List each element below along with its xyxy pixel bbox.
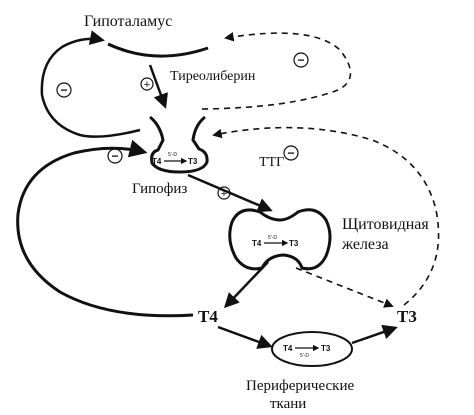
pituitary-minus-sign: − xyxy=(107,148,123,164)
thyroid-shape xyxy=(228,208,332,271)
thyroid-to-t3-arrow xyxy=(295,267,394,308)
hypothalamus-shape xyxy=(107,42,209,58)
t4-feedback-loop xyxy=(16,139,194,318)
peripheral-label-line1: Периферические xyxy=(246,378,354,394)
pituitary-label: Гипофиз xyxy=(132,181,187,197)
thyroid-to-t4-arrow xyxy=(223,261,269,309)
svg-text:+: + xyxy=(144,79,150,91)
tissue-to-t3-arrow xyxy=(351,324,398,345)
svg-text:+: + xyxy=(221,188,227,200)
tissue-t3: T3 xyxy=(321,344,331,353)
t3-label: Т3 xyxy=(397,307,417,326)
thyroid-t3: T3 xyxy=(289,239,299,248)
trh-arrow xyxy=(148,64,168,109)
svg-text:−: − xyxy=(297,53,304,67)
thyroid-label-line2: железа xyxy=(341,236,389,253)
peripheral-tissue-shape xyxy=(271,331,353,367)
pituitary-deiodinase: 5'-D xyxy=(168,152,177,158)
t3-to-pituitary-feedback xyxy=(212,126,440,306)
hypothalamus-dashed-feedback xyxy=(201,32,352,110)
pituitary-dashed-minus-sign: − xyxy=(283,145,299,161)
trh-plus-sign: + xyxy=(140,77,154,91)
svg-text:−: − xyxy=(111,149,118,163)
hypothalamus-label: Гипоталамус xyxy=(84,13,172,30)
thyroid-label-line1: Щитовидная xyxy=(342,216,429,233)
tissue-t4: T4 xyxy=(283,344,293,353)
hypothalamus-minus-sign: − xyxy=(56,82,72,98)
svg-text:−: − xyxy=(60,83,67,97)
pituitary-t3: T3 xyxy=(188,157,198,166)
pituitary-shape xyxy=(149,115,209,174)
tsh-arrow xyxy=(187,173,273,213)
thyroid-t4: T4 xyxy=(252,239,262,248)
hypothalamus-dashed-minus-sign: − xyxy=(293,52,309,68)
tsh-label: ТТГ xyxy=(259,155,284,170)
svg-text:−: − xyxy=(287,146,294,160)
t4-to-tissue-arrow xyxy=(217,325,273,349)
pituitary-to-hypothalamus-loop xyxy=(40,30,141,138)
thyroid-deiodinase: 5'-D xyxy=(268,235,277,241)
t4-label: Т4 xyxy=(198,307,218,326)
trh-label: Тиреолиберин xyxy=(170,69,256,84)
tissue-deiodinase: 5'-D xyxy=(300,353,309,359)
pituitary-t4: T4 xyxy=(152,157,162,166)
peripheral-label-line2: ткани xyxy=(270,396,306,412)
